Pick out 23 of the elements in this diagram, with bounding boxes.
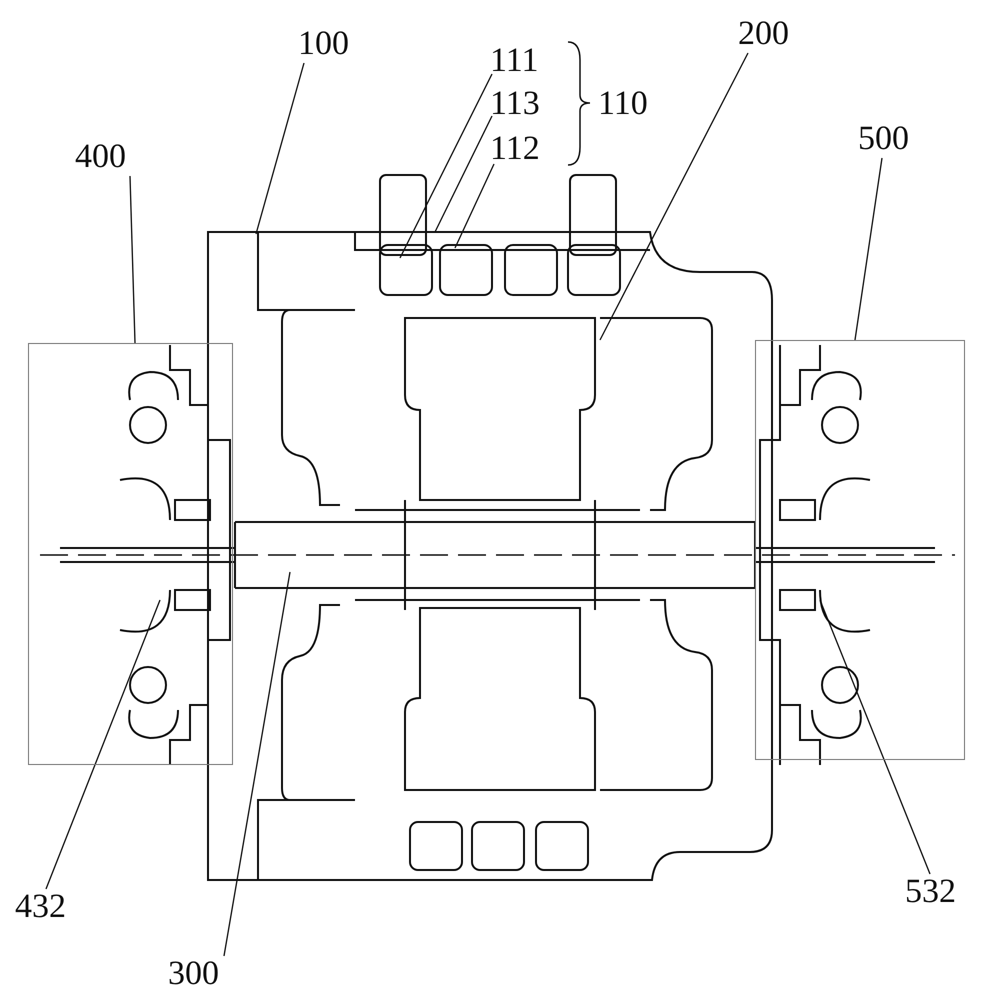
callout-number: 100	[298, 25, 349, 63]
detail-frame	[755, 340, 965, 760]
detail-frame	[28, 343, 233, 765]
leader-line	[819, 600, 931, 874]
leader-line	[434, 116, 493, 232]
callout-number: 113	[490, 85, 540, 123]
callout-number: 112	[490, 130, 540, 168]
leader-line	[129, 176, 136, 344]
leader-line	[223, 572, 291, 956]
callout-number: 300	[168, 955, 219, 993]
leader-line	[45, 600, 161, 890]
callout-number: 432	[15, 888, 66, 926]
callout-number: 200	[738, 15, 789, 53]
callout-number: 532	[905, 873, 956, 911]
leader-line	[454, 164, 495, 248]
leader-line	[255, 62, 305, 234]
callout-number: 400	[75, 138, 126, 176]
callout-number: 111	[490, 42, 538, 80]
leader-line	[854, 158, 883, 340]
leader-line	[599, 52, 749, 340]
callout-number: 110	[598, 85, 648, 123]
callout-number: 500	[858, 120, 909, 158]
leader-line	[399, 74, 493, 258]
